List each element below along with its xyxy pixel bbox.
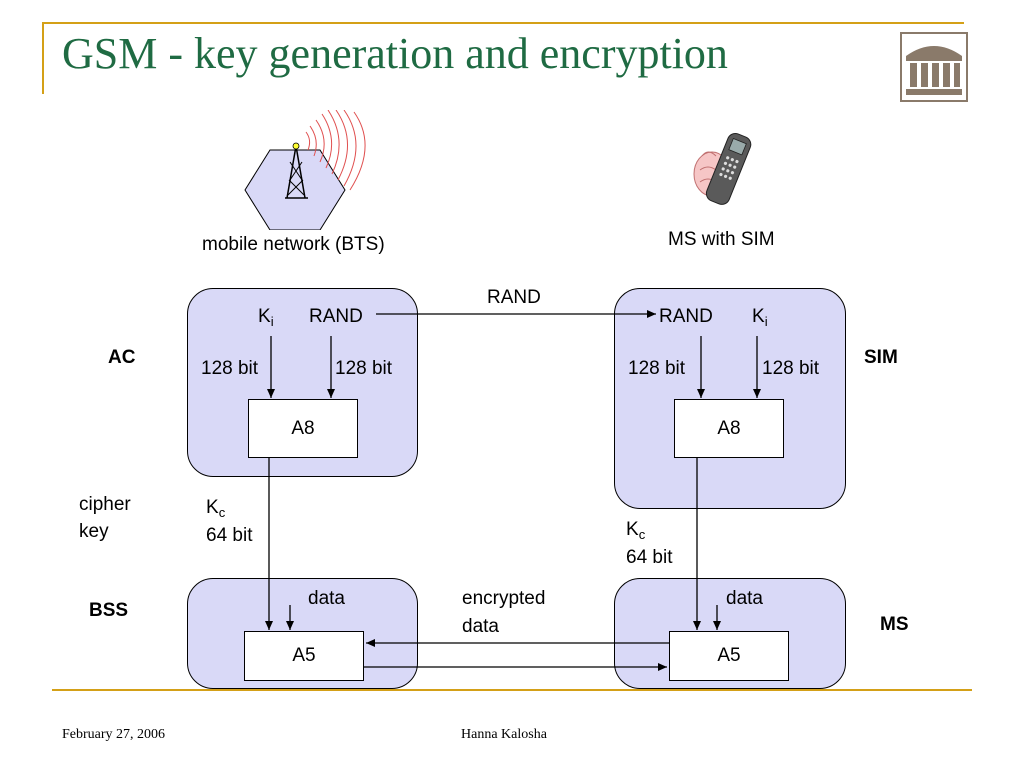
bss-a5-box: A5: [244, 631, 364, 681]
ms-side-label: MS: [880, 614, 909, 635]
bss-data-label: data: [308, 588, 345, 609]
cipher-key-label-line2: key: [79, 521, 109, 542]
ac-bits-left: 128 bit: [201, 358, 259, 379]
ms-with-sim-label: MS with SIM: [668, 229, 775, 250]
sim-rand-label: RAND: [659, 306, 713, 327]
footer-date: February 27, 2006: [62, 727, 166, 742]
slide-title: GSM - key generation and encryption: [62, 29, 728, 78]
bts-tower-icon: [244, 110, 366, 230]
encrypted-data-label-line1: encrypted: [462, 588, 546, 609]
ac-ki-label: Ki: [258, 306, 274, 329]
kc-right-bits: 64 bit: [626, 547, 673, 568]
sim-a8-box: A8: [674, 399, 784, 458]
rand-transfer-label: RAND: [487, 287, 541, 308]
ms-a5-box: A5: [669, 631, 789, 681]
kc-left-bits: 64 bit: [206, 525, 253, 546]
sim-side-label: SIM: [864, 347, 898, 368]
top-accent-rule: [42, 22, 964, 24]
sim-panel: [614, 288, 846, 509]
ms-data-label: data: [726, 588, 763, 609]
kc-left-label: Kc: [206, 497, 226, 520]
university-logo-icon: [900, 32, 968, 102]
sim-bits-right: 128 bit: [762, 358, 820, 379]
left-accent-rule: [42, 22, 44, 94]
bss-side-label: BSS: [89, 600, 129, 621]
encrypted-data-label-line2: data: [462, 616, 499, 637]
mobile-phone-icon: [693, 132, 752, 205]
ac-bits-right: 128 bit: [335, 358, 393, 379]
sim-ki-label: Ki: [752, 306, 768, 329]
ac-rand-label: RAND: [309, 306, 363, 327]
sim-bits-left: 128 bit: [628, 358, 686, 379]
bts-label: mobile network (BTS): [202, 234, 385, 255]
ac-a8-box: A8: [248, 399, 358, 458]
ac-side-label: AC: [108, 347, 136, 368]
kc-right-label: Kc: [626, 519, 646, 542]
bottom-accent-rule: [52, 689, 972, 691]
footer-author: Hanna Kalosha: [461, 727, 547, 742]
cipher-key-label-line1: cipher: [79, 494, 131, 515]
